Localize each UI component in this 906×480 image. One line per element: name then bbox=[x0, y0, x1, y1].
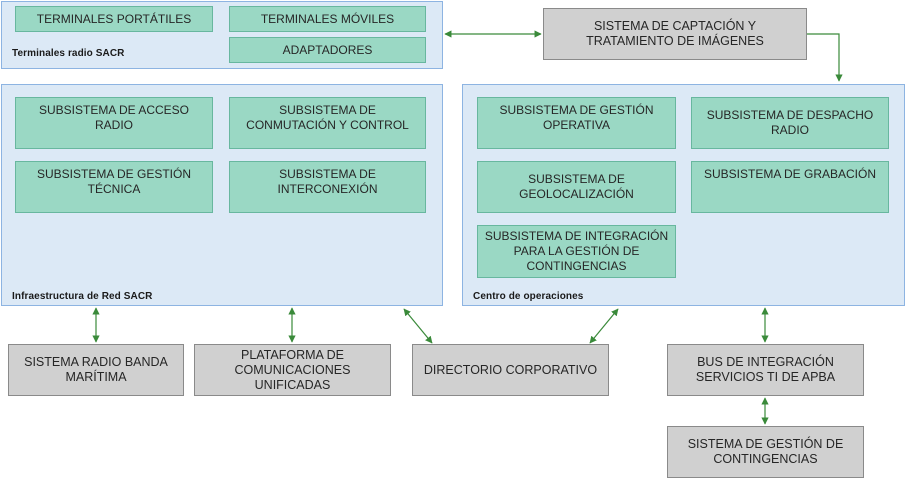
terminales-moviles-box: TERMINALES MÓVILES bbox=[229, 6, 426, 32]
link-centro-directorio bbox=[589, 308, 619, 344]
gestion-contingencias-box: SISTEMA DE GESTIÓN DE CONTINGENCIAS bbox=[667, 426, 864, 478]
link-infra-directorio bbox=[403, 308, 433, 344]
centro-operaciones-label: Centro de operaciones bbox=[473, 291, 584, 302]
adaptadores-box: ADAPTADORES bbox=[229, 37, 426, 63]
acceso-radio-box: SUBSISTEMA DE ACCESO RADIO bbox=[15, 97, 213, 149]
integracion-contingencias-box: SUBSISTEMA DE INTEGRACIÓN PARA LA GESTIÓ… bbox=[477, 225, 676, 278]
despacho-radio-box: SUBSISTEMA DE DESPACHO RADIO bbox=[691, 97, 889, 149]
grabacion-box: SUBSISTEMA DE GRABACIÓN bbox=[691, 161, 889, 213]
interconexion-box: SUBSISTEMA DE INTERCONEXIÓN bbox=[229, 161, 426, 213]
conmutacion-control-box: SUBSISTEMA DE CONMUTACIÓN Y CONTROL bbox=[229, 97, 426, 149]
terminales-portatiles-box: TERMINALES PORTÁTILES bbox=[15, 6, 213, 32]
plataforma-comunicaciones-box: PLATAFORMA DE COMUNICACIONES UNIFICADAS bbox=[194, 344, 391, 396]
gestion-tecnica-box: SUBSISTEMA DE GESTIÓN TÉCNICA bbox=[15, 161, 213, 213]
terminales-label: Terminales radio SACR bbox=[12, 48, 125, 59]
directorio-corporativo-box: DIRECTORIO CORPORATIVO bbox=[412, 344, 609, 396]
bus-integracion-box: BUS DE INTEGRACIÓN SERVICIOS TI DE APBA bbox=[667, 344, 864, 396]
geolocalizacion-box: SUBSISTEMA DE GEOLOCALIZACIÓN bbox=[477, 161, 676, 213]
radio-maritima-box: SISTEMA RADIO BANDA MARÍTIMA bbox=[8, 344, 184, 396]
link-captacion-centro bbox=[807, 33, 843, 82]
gestion-operativa-box: SUBSISTEMA DE GESTIÓN OPERATIVA bbox=[477, 97, 676, 149]
captacion-imagenes-box: SISTEMA DE CAPTACIÓN Y TRATAMIENTO DE IM… bbox=[543, 8, 807, 60]
infraestructura-label: Infraestructura de Red SACR bbox=[12, 291, 153, 302]
